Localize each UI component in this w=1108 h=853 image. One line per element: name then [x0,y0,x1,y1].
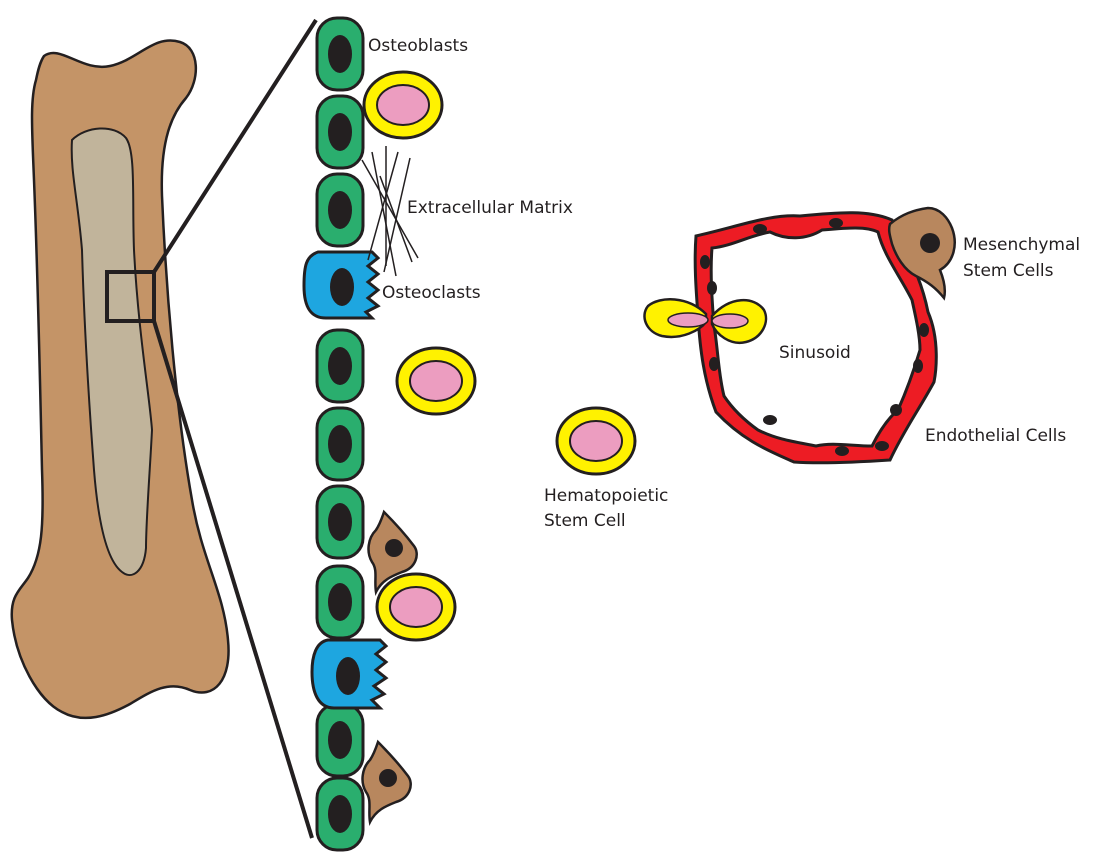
osteoblast-cell [317,778,363,850]
label-mesenchymal-stem-cells-line2: Stem Cells [963,260,1054,282]
label-hematopoietic-stem-cell-line1: Hematopoietic [544,485,668,507]
osteoblast-cell [317,18,363,90]
osteoblast-cell [317,408,363,480]
osteoblast-cell [317,330,363,402]
osteoblast-column [317,18,363,850]
hsc-cell [397,348,475,414]
label-sinusoid: Sinusoid [779,342,851,364]
hsc-cell [364,72,442,138]
label-endothelial-cells: Endothelial Cells [925,425,1066,447]
osteoblast-cell [317,486,363,558]
bone [12,40,229,717]
osteoblast-cell [317,704,363,776]
label-osteoclasts: Osteoclasts [382,282,481,304]
label-mesenchymal-stem-cells-line1: Mesenchymal [963,234,1080,256]
hsc-cell [377,574,455,640]
osteoblast-cell [317,174,363,246]
osteoblast-cell [317,566,363,638]
osteoclast-cell-upper [304,252,378,318]
msc-cell [363,742,411,822]
label-extracellular-matrix: Extracellular Matrix [407,197,573,219]
hsc-cell [557,408,635,474]
label-hematopoietic-stem-cell-line2: Stem Cell [544,510,626,532]
osteoblast-cell [317,96,363,168]
label-osteoblasts: Osteoblasts [368,35,468,57]
osteoclast-cell-lower [312,640,386,708]
